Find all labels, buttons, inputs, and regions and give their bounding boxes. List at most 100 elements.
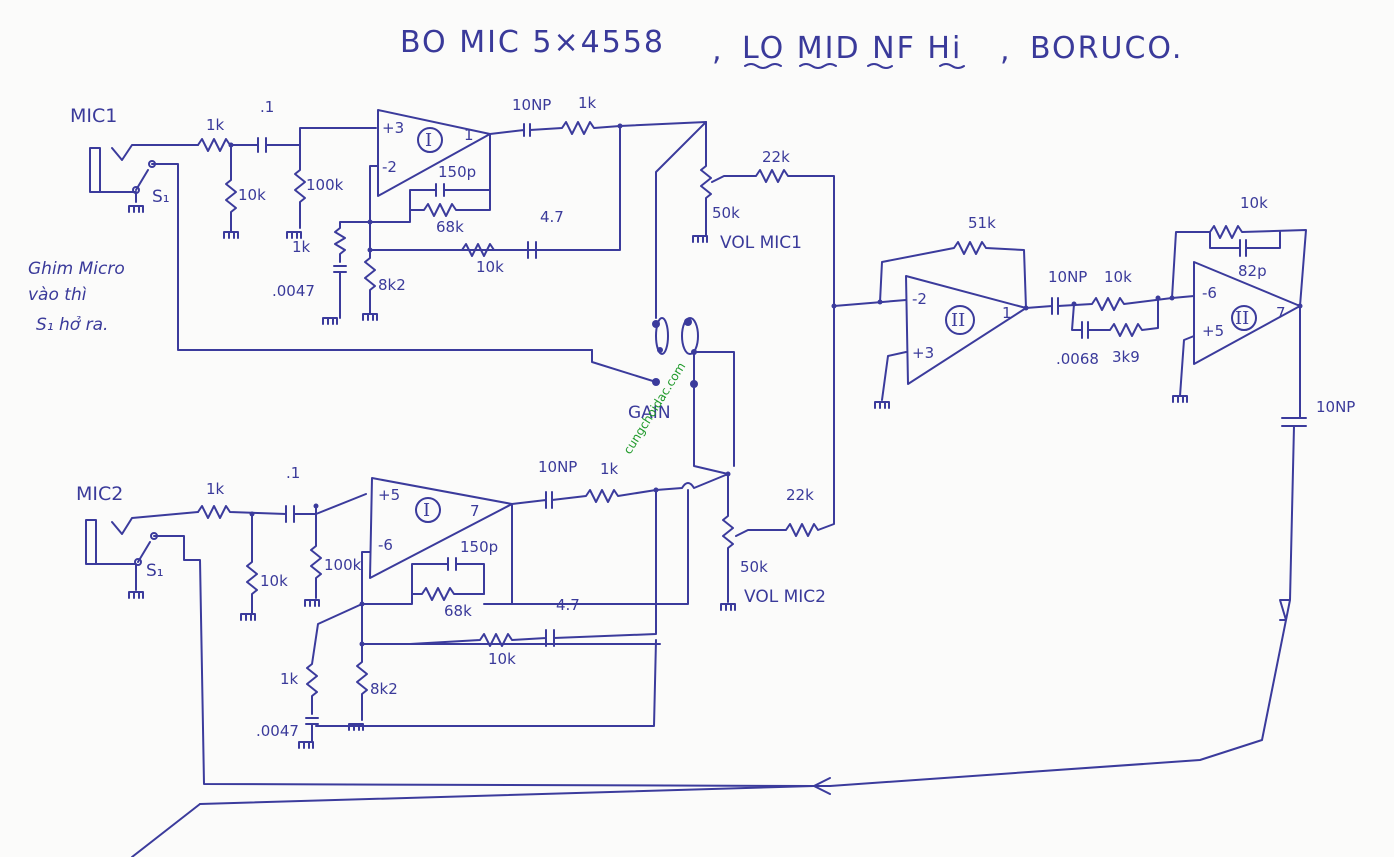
mic2-neg-node bbox=[361, 551, 661, 645]
output-c82p bbox=[1209, 231, 1281, 257]
output-opamp-ii bbox=[1193, 261, 1301, 365]
mic1-r1k bbox=[197, 138, 259, 152]
mic2-r10k-c47 bbox=[315, 489, 657, 727]
mic2-input-wire bbox=[111, 511, 199, 535]
return-tail bbox=[131, 803, 201, 857]
title-boruco: BORUCO. bbox=[1030, 31, 1183, 66]
title-lo-mid-nf-hi: LO MID NF Hi bbox=[742, 31, 962, 66]
mic2-c47-label: 4.7 bbox=[556, 596, 580, 614]
mic2-c150p-label: 150p bbox=[460, 538, 498, 556]
mic2-op-plus: +5 bbox=[378, 486, 400, 504]
output-c10np-label: 10NP bbox=[1316, 398, 1355, 416]
mixer-opamp-marker bbox=[945, 305, 975, 335]
mixer-stage: II -2 +3 1 51k 10NP 10k .0068 3k9 bbox=[831, 214, 1173, 409]
mic1-op-out: 1 bbox=[464, 126, 474, 144]
mic2-c10np-r1k bbox=[511, 473, 729, 509]
mic1-op-minus: -2 bbox=[382, 158, 397, 176]
mic1-r10k bbox=[225, 144, 237, 233]
title-separator-2: , bbox=[1000, 33, 1012, 68]
mic2-r68k bbox=[361, 489, 689, 605]
mic1-r1k-v-label: 1k bbox=[292, 238, 311, 256]
return-line bbox=[199, 785, 815, 805]
vol-mic2-50k-label: 50k bbox=[740, 558, 768, 576]
mic1-r68k bbox=[409, 189, 491, 217]
mixer-opamp-ii bbox=[905, 275, 1027, 385]
output-r10k-label: 10k bbox=[1240, 194, 1268, 212]
mixer-op-minus: -2 bbox=[912, 290, 927, 308]
gain-link-bottom bbox=[693, 383, 729, 475]
mic1-neg-node bbox=[369, 125, 621, 251]
mic1-r10k-fb-label: 10k bbox=[476, 258, 504, 276]
mic2-switch-contact-a bbox=[134, 558, 142, 566]
mic2-r10k bbox=[246, 513, 258, 615]
output-op-out: 7 bbox=[1276, 304, 1286, 322]
title-underline bbox=[744, 63, 965, 69]
note-line-2: vào thì bbox=[28, 285, 87, 305]
mic2-r1k-out-label: 1k bbox=[600, 460, 619, 478]
mic1-switch-s1 bbox=[135, 163, 593, 351]
mic1-jack bbox=[89, 147, 101, 193]
mic2-s1-label: S₁ bbox=[146, 561, 164, 581]
mic2-c01 bbox=[285, 493, 367, 523]
mic2-r10k-label: 10k bbox=[260, 572, 288, 590]
mic1-c01-label: .1 bbox=[260, 98, 274, 116]
mic2-r10k-fb-label: 10k bbox=[488, 650, 516, 668]
mixer-plus-ground bbox=[881, 351, 907, 401]
eq-c0068-label: .0068 bbox=[1056, 350, 1099, 368]
mic1-c150p bbox=[409, 133, 491, 211]
title-separator-1: , bbox=[712, 33, 724, 68]
vol-mic1-label: VOL MIC1 bbox=[720, 233, 802, 253]
mic1-fb-link bbox=[369, 209, 411, 223]
mic2-c0047-label: .0047 bbox=[256, 722, 299, 740]
output-op-minus: -6 bbox=[1202, 284, 1217, 302]
mic1-opamp-i bbox=[377, 109, 491, 197]
title-main: BO MIC 5×4558 bbox=[400, 25, 665, 60]
mic1-r68k-label: 68k bbox=[436, 218, 464, 236]
mic1-r10k-c47 bbox=[369, 241, 593, 259]
mic2-op-minus: -6 bbox=[378, 536, 393, 554]
vol-mic1-r22k-label: 22k bbox=[762, 148, 790, 166]
vol-mic2-pot bbox=[722, 473, 734, 603]
mic1-c0047-label: .0047 bbox=[272, 282, 315, 300]
mic2-opamp-i bbox=[369, 477, 513, 579]
mic2-jack bbox=[85, 519, 97, 565]
gain-switch[interactable]: GAIN cungchoidac.com bbox=[591, 317, 735, 467]
mic1-r10k-label: 10k bbox=[238, 186, 266, 204]
vol-mic2-wiper-r22k bbox=[735, 305, 835, 537]
mic1-r1k-label: 1k bbox=[206, 116, 225, 134]
mic2-r68k-label: 68k bbox=[444, 602, 472, 620]
note-block: Ghim Micro vào thì S₁ hở ra. bbox=[28, 259, 125, 335]
mixer-op-plus: +3 bbox=[912, 344, 934, 362]
mic1-label: MIC1 bbox=[70, 105, 117, 127]
note-line-1: Ghim Micro bbox=[28, 259, 125, 279]
mic2-c150p bbox=[411, 557, 485, 595]
mic2-switch-s1 bbox=[137, 535, 815, 787]
output-input-wire bbox=[1171, 295, 1195, 299]
eq-r10k-label: 10k bbox=[1104, 268, 1132, 286]
gain-label: GAIN bbox=[628, 403, 671, 423]
mic1-c10np-label: 10NP bbox=[512, 96, 551, 114]
mic1-channel: MIC1 S₁ 1k .1 10k 100k I +3 -2 1 150p 68… bbox=[70, 94, 835, 351]
mic1-op-plus: +3 bbox=[382, 119, 404, 137]
note-line-3: S₁ hở ra. bbox=[36, 315, 108, 335]
mic2-r100k bbox=[310, 505, 322, 599]
mic1-switch-contact-a bbox=[132, 186, 140, 194]
eq-c10np-label: 10NP bbox=[1048, 268, 1087, 286]
output-c10np-return bbox=[813, 305, 1307, 787]
mic1-c01 bbox=[257, 127, 377, 153]
output-plus-ground bbox=[1179, 335, 1195, 397]
output-r10k bbox=[1171, 225, 1307, 307]
output-opamp-name: II bbox=[1235, 308, 1249, 329]
mixer-r51k-label: 51k bbox=[968, 214, 996, 232]
output-op-plus: +5 bbox=[1202, 322, 1224, 340]
gain-wires bbox=[591, 349, 735, 467]
mic2-op-out: 7 bbox=[470, 502, 480, 520]
eq-c10np-r10k bbox=[1025, 297, 1173, 315]
mic1-opamp-name: I bbox=[425, 130, 432, 151]
mixer-r51k bbox=[879, 241, 1027, 309]
eq-c0068-r3k9 bbox=[1071, 297, 1159, 339]
mic2-r1k-c0047 bbox=[305, 603, 363, 743]
eq-r3k9-label: 3k9 bbox=[1112, 348, 1140, 366]
mic1-r1k-out-label: 1k bbox=[578, 94, 597, 112]
